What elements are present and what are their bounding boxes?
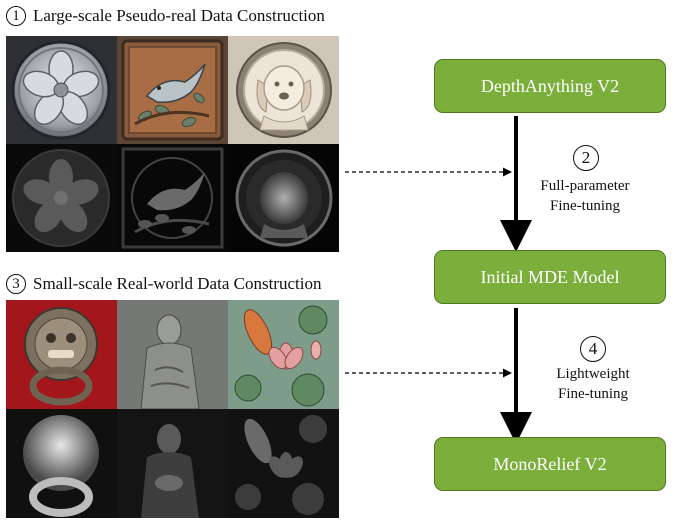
jesus-relief-image [117, 300, 228, 409]
step-2-badge: 2 [573, 145, 599, 171]
flower-relief-image [6, 36, 117, 144]
step-4-badge: 4 [580, 336, 606, 362]
section-3-title: 3 Small-scale Real-world Data Constructi… [6, 274, 321, 294]
bird-relief-image [117, 36, 228, 144]
section-1-label: Large-scale Pseudo-real Data Constructio… [33, 6, 325, 25]
step-3-badge: 3 [6, 274, 26, 294]
section-1-title: 1 Large-scale Pseudo-real Data Construct… [6, 6, 325, 26]
depthanything-v2-box: DepthAnything V2 [434, 59, 666, 113]
monorelief-v2-label: MonoRelief V2 [493, 453, 607, 474]
pseudo-real-image-grid [6, 36, 339, 252]
step-2-line-2: Fine-tuning [550, 198, 620, 214]
jesus-depth-map [117, 409, 228, 518]
step-1-badge: 1 [6, 6, 26, 26]
step-4-label: Lightweight Fine-tuning [528, 364, 658, 404]
dog-relief-image [228, 36, 339, 144]
initial-mde-model-box: Initial MDE Model [434, 250, 666, 304]
step-2-label: Full-parameter Fine-tuning [520, 176, 650, 216]
flower-depth-map [6, 144, 117, 252]
real-world-image-grid [6, 300, 339, 518]
dog-depth-map [228, 144, 339, 252]
depthanything-v2-label: DepthAnything V2 [480, 75, 620, 96]
koi-lotus-relief-image [228, 300, 339, 409]
step-2-line-1: Full-parameter [540, 178, 630, 194]
initial-mde-model-label: Initial MDE Model [480, 266, 620, 287]
lion-door-knocker-image [6, 300, 117, 409]
step-4-line-1: Lightweight [556, 366, 630, 382]
monorelief-v2-box: MonoRelief V2 [434, 437, 666, 491]
koi-lotus-depth-map [228, 409, 339, 518]
lion-depth-map [6, 409, 117, 518]
section-3-label: Small-scale Real-world Data Construction [33, 274, 322, 293]
step-4-line-2: Fine-tuning [558, 386, 628, 402]
bird-depth-map [117, 144, 228, 252]
